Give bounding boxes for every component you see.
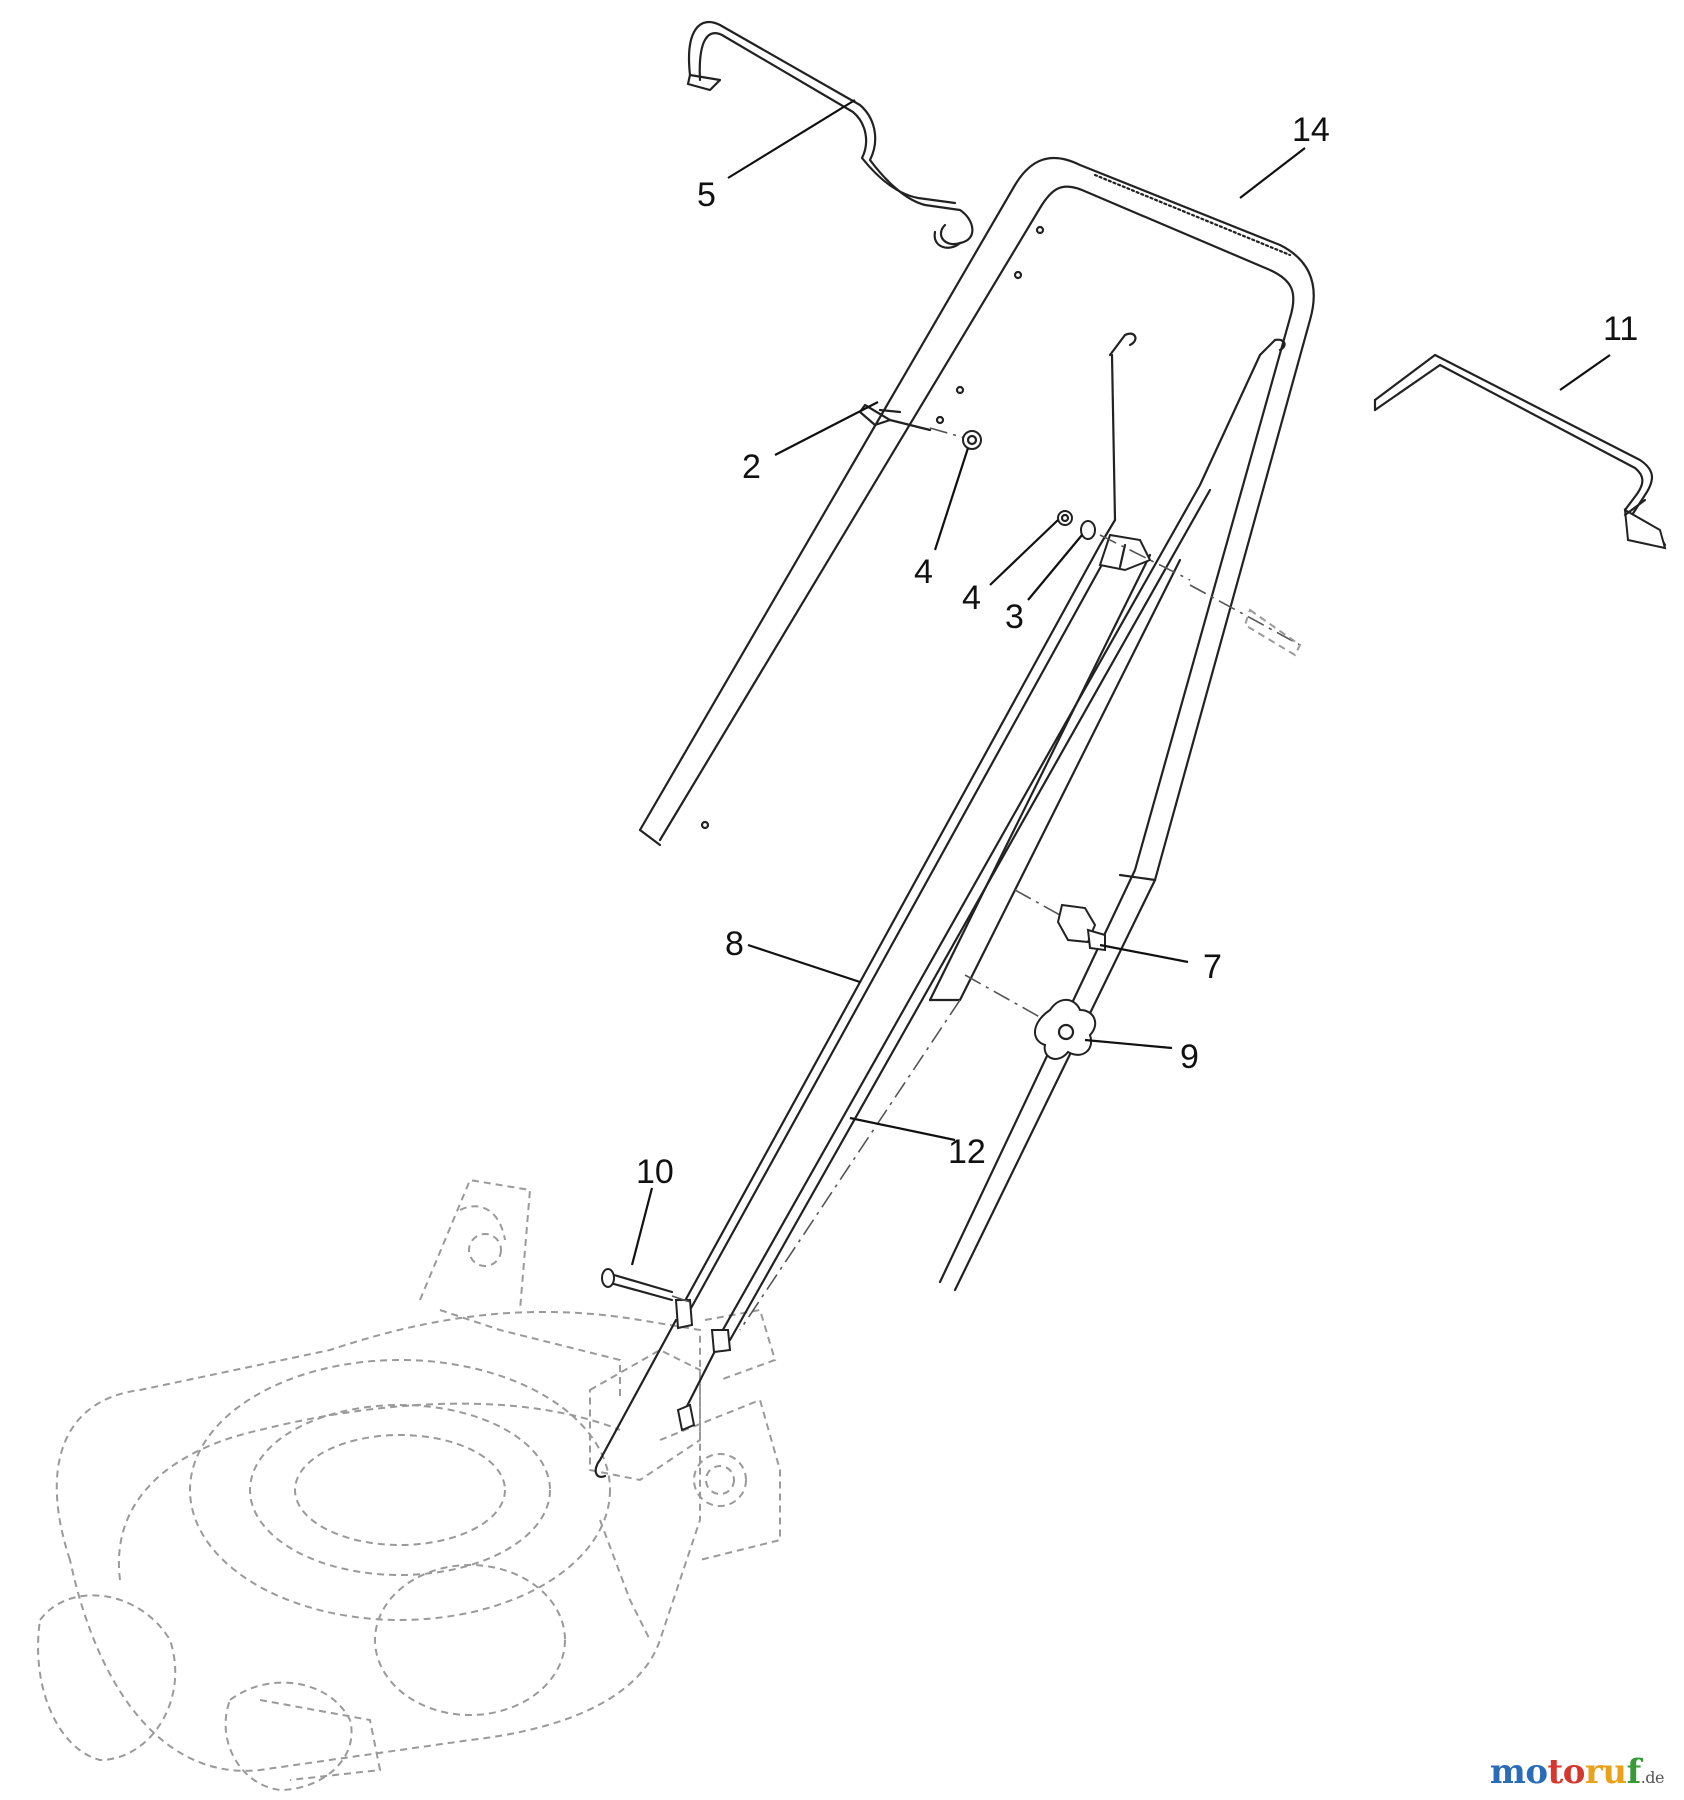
callout-4-right: 4 — [962, 579, 981, 617]
bolt-right — [1189, 584, 1302, 657]
star-knob-part-9 — [964, 974, 1097, 1060]
callout-2: 2 — [742, 448, 761, 486]
callout-5: 5 — [697, 176, 716, 214]
cable-guide-block — [1098, 533, 1152, 572]
bolt-part-10 — [601, 1268, 691, 1303]
callout-14: 14 — [1292, 111, 1330, 149]
callout-8: 8 — [725, 925, 744, 963]
mower-deck — [37, 1178, 781, 1792]
main-handle-assembly — [638, 156, 1315, 1292]
bail-part-5 — [686, 20, 974, 249]
part-7 — [1014, 889, 1106, 952]
bail-part-11 — [1373, 353, 1667, 550]
control-cables — [594, 332, 1286, 1478]
callout-9: 9 — [1180, 1038, 1199, 1076]
callout-4-upper: 4 — [914, 553, 933, 591]
leader-lines — [630, 99, 1611, 1266]
callout-12: 12 — [948, 1133, 986, 1171]
callout-numbers: 5 14 11 2 4 4 3 8 7 9 10 12 — [636, 111, 1638, 1191]
callout-3: 3 — [1005, 598, 1024, 636]
callout-10: 10 — [636, 1153, 674, 1191]
callout-7: 7 — [1203, 948, 1222, 986]
motoruf-watermark-logo: motoruf.de — [1489, 1752, 1665, 1792]
lower-handle-tube — [928, 553, 1182, 1002]
callout-11: 11 — [1603, 310, 1638, 348]
nut-washer-parts-4-3 — [1057, 510, 1191, 581]
nut-part-4-upper — [929, 427, 982, 450]
